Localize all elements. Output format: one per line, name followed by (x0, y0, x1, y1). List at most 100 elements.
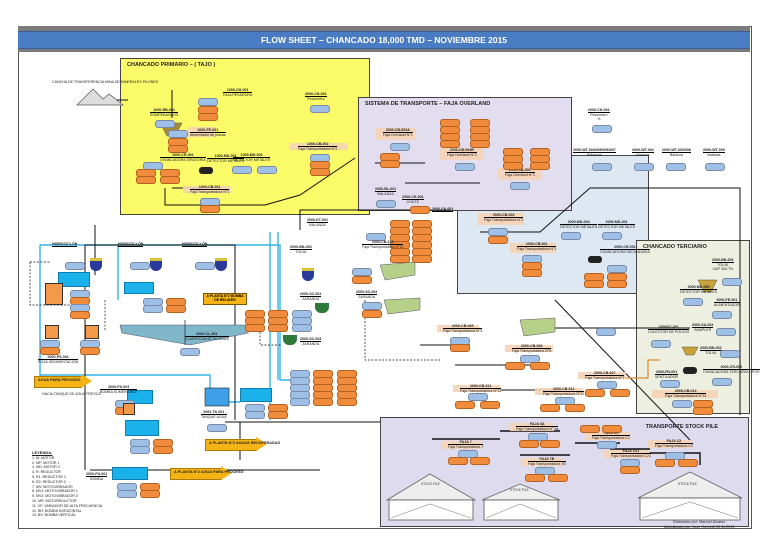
legend-item: 7. MV: MOTOVIBRADOR (32, 484, 73, 489)
legend-item: 6. R2: REDUCTOR 2 (32, 479, 66, 484)
legend-item: 9. MV2: MOTOVIBRADOR 2 (32, 494, 78, 499)
pump-box (58, 272, 90, 287)
motor-pill (195, 262, 215, 270)
motor-pill (660, 380, 680, 388)
motor-pill (530, 362, 550, 370)
motor-pill (352, 268, 372, 276)
motor-pill (530, 162, 550, 170)
page-title: FLOW SHEET – CHANCADO 18,000 TMD – NOVIE… (18, 31, 750, 49)
motor-pill (678, 459, 698, 467)
zone-title-primary: CHANCADO PRIMARIO – ( TAJO ) (127, 62, 216, 68)
motor-pill (712, 311, 732, 319)
zone-title-terciario: CHANCADO TERCIARIO (643, 244, 707, 250)
motor-pill (292, 324, 312, 332)
motor-pill (130, 446, 150, 454)
clarifier-tank (119, 320, 251, 346)
motor-pill (683, 298, 703, 306)
motor-pill (352, 276, 372, 284)
credits: Elaborado por: Manuel Álvarez Actualizad… (664, 520, 734, 530)
motor-pill (200, 205, 220, 213)
motor-pill (455, 163, 475, 171)
tag-box (510, 243, 556, 253)
tag-box (376, 128, 416, 140)
equip-tag: 2000-SA-001 (432, 207, 454, 213)
motor-pill (245, 324, 265, 332)
legend-item: 11. VF: VARIADOR DE ALTA FRECUENCIA (32, 503, 103, 508)
motor-pill (65, 262, 85, 270)
pump-box (112, 467, 148, 480)
motor-pill (440, 140, 460, 148)
screens (379, 261, 556, 337)
belt-line (480, 187, 741, 415)
motor-pill (198, 113, 218, 121)
legend-item: 10. MR: MOTOREDUCTOR (32, 498, 77, 503)
motor-pill (712, 378, 732, 386)
motor-pill (607, 265, 627, 273)
motor-pill (505, 362, 525, 370)
screen-3 (519, 317, 556, 337)
legend-item: 5. R1: REDUCTOR 1 (32, 474, 66, 479)
zone-chancado-primario: CHANCADO PRIMARIO – ( TAJO ) (120, 58, 370, 215)
diag-line (554, 299, 691, 441)
motor-pill (540, 440, 560, 448)
zone-title-stockpile: TRANSPORTE STOCK PILE (645, 424, 718, 430)
motor-pill (166, 305, 186, 313)
scale-pill (592, 163, 612, 171)
motor-pill (390, 143, 410, 151)
callout-a-planta-2: A PLANTA N°2 AGUA PARA PROCESO (170, 466, 243, 480)
motor-pill (117, 490, 137, 498)
callout-bomba-relaves: A PLANTA N°2 BOMBA DE RELAVES (203, 293, 247, 305)
water-line (39, 244, 300, 381)
crusher-icon (199, 167, 213, 174)
motor-pill (337, 398, 357, 406)
motor-pill (672, 400, 692, 408)
motor-pill (720, 350, 740, 358)
motor-pill (597, 441, 617, 449)
hydrocyclone-icon (150, 258, 162, 271)
pump-box (124, 282, 154, 294)
legend-item: 8. MV1: MOTOVIBRADOR 1 (32, 489, 78, 494)
motor-pill (160, 176, 180, 184)
screen-1 (379, 261, 416, 281)
tag-box (440, 148, 484, 160)
motor-pill (70, 311, 90, 319)
motor-pill (540, 404, 560, 412)
water-tank (204, 387, 230, 407)
legend-item: 12. BH: BOMBA HORIZONTAL (32, 508, 82, 513)
motor-pill (584, 280, 604, 288)
motor-pill (602, 232, 622, 240)
motor-pill (519, 440, 539, 448)
dashed-line (364, 300, 440, 361)
pump-box (125, 420, 159, 436)
motor-pill (651, 340, 671, 348)
motor-pill (665, 452, 685, 460)
motor-pill (268, 411, 288, 419)
equip-tag: HIDROCICLÓN (182, 242, 208, 248)
motor-pill (366, 233, 386, 241)
scale-pill (634, 163, 654, 171)
